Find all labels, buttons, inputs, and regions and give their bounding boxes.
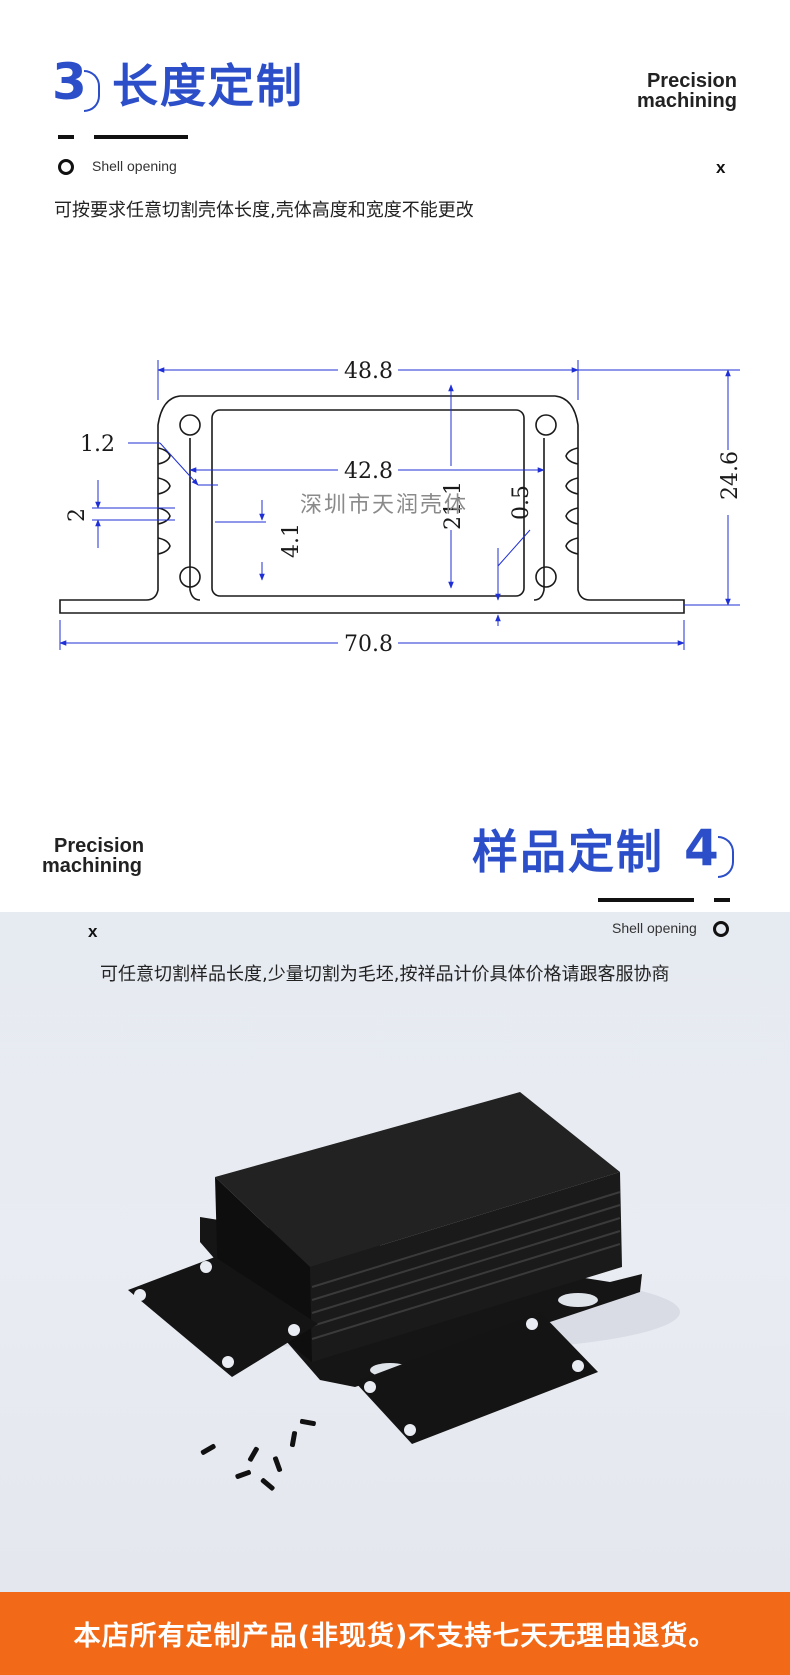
dim-total-width: 70.8 — [344, 632, 393, 657]
en-title: Precision machining — [42, 836, 144, 876]
dim-flange: 4.1 — [279, 523, 304, 558]
shell-opening-caption: Shell opening — [92, 158, 177, 174]
dim-inner-height: 21.1 — [441, 481, 466, 530]
en-title-line2: machining — [42, 855, 143, 877]
product-photo: x Shell opening 可任意切割样品长度,少量切割为毛坯,按祥品计价具… — [0, 912, 790, 1592]
underline-long — [598, 898, 694, 902]
footer-notice: 本店所有定制产品(非现货)不支持七天无理由退货。 — [73, 1621, 717, 1652]
circle-icon — [58, 159, 74, 175]
dimension-lines — [59, 360, 740, 650]
x-mark: x — [88, 922, 98, 941]
dim-top-width: 48.8 — [344, 359, 393, 384]
section-title: 样品定制 — [472, 825, 664, 879]
en-title-line1: Precision — [54, 835, 145, 857]
dim-fin: 1.2 — [80, 432, 115, 457]
section-number: 3 — [52, 53, 87, 111]
shell-opening-caption: Shell opening — [612, 920, 697, 936]
section-description: 可按要求任意切割壳体长度,壳体高度和宽度不能更改 — [54, 200, 474, 221]
section-description: 可任意切割样品长度,少量切割为毛坯,按祥品计价具体价格请跟客服协商 — [100, 964, 670, 985]
number-arc-decoration — [84, 70, 100, 112]
profile-outline — [59, 395, 685, 614]
en-title: Precision machining — [637, 71, 737, 111]
section-title: 长度定制 — [112, 59, 304, 113]
underline-short — [58, 135, 74, 139]
dim-thickness: 0.5 — [509, 485, 534, 520]
circle-icon — [713, 921, 729, 937]
enclosure-illustration — [128, 1092, 680, 1491]
number-arc-decoration — [718, 836, 734, 878]
en-title-line1: Precision — [646, 70, 737, 92]
profile-drawing: 48.8 42.8 70.8 1.2 24.6 21.1 2 4.1 0.5 深… — [59, 359, 743, 657]
section-number: 4 — [684, 819, 719, 877]
en-title-line2: machining — [636, 90, 737, 112]
underline-long — [94, 135, 188, 139]
underline-short — [714, 898, 730, 902]
x-mark: x — [716, 158, 726, 177]
dim-height: 24.6 — [718, 451, 743, 500]
drawing-watermark: 深圳市天润壳体 — [300, 493, 468, 518]
dim-slot: 2 — [65, 508, 90, 522]
footer-banner: 本店所有定制产品(非现货)不支持七天无理由退货。 — [0, 1592, 790, 1675]
dim-inner-width: 42.8 — [344, 459, 393, 484]
